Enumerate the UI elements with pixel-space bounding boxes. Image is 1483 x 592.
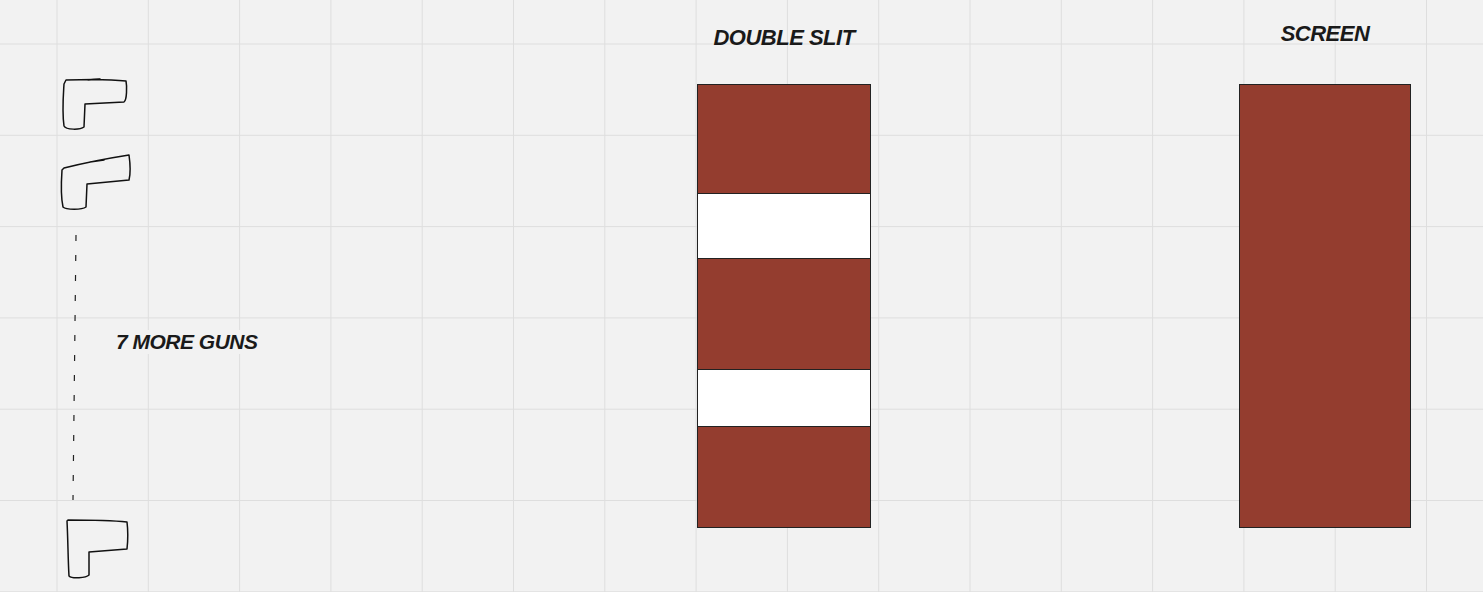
- grid-line: [1061, 0, 1062, 592]
- gun-symbol: [67, 520, 128, 578]
- grid-line: [0, 591, 1483, 592]
- dashed-line: [73, 235, 76, 500]
- note-label: 7 MORE GUNS: [114, 330, 260, 354]
- double-slit-barrier: DOUBLE SLIT: [697, 84, 871, 528]
- heading: SCREEN: [1281, 21, 1370, 47]
- heading: DOUBLE SLIT: [713, 25, 854, 51]
- grid-line: [1426, 0, 1427, 592]
- screen: SCREEN: [1239, 84, 1411, 528]
- grid-line: [878, 0, 879, 592]
- grid-line: [970, 0, 971, 592]
- gun-symbol: [63, 79, 127, 129]
- grid-line: [422, 0, 423, 592]
- slit-opening: [698, 193, 870, 259]
- slit-opening: [698, 369, 870, 427]
- grid-line: [513, 0, 514, 592]
- gun-symbol: [61, 155, 130, 209]
- grid-line: [148, 0, 149, 592]
- grid-line: [239, 0, 240, 592]
- grid-line: [57, 0, 58, 592]
- grid-line: [1152, 0, 1153, 592]
- grid-line: [604, 0, 605, 592]
- grid-line: [330, 0, 331, 592]
